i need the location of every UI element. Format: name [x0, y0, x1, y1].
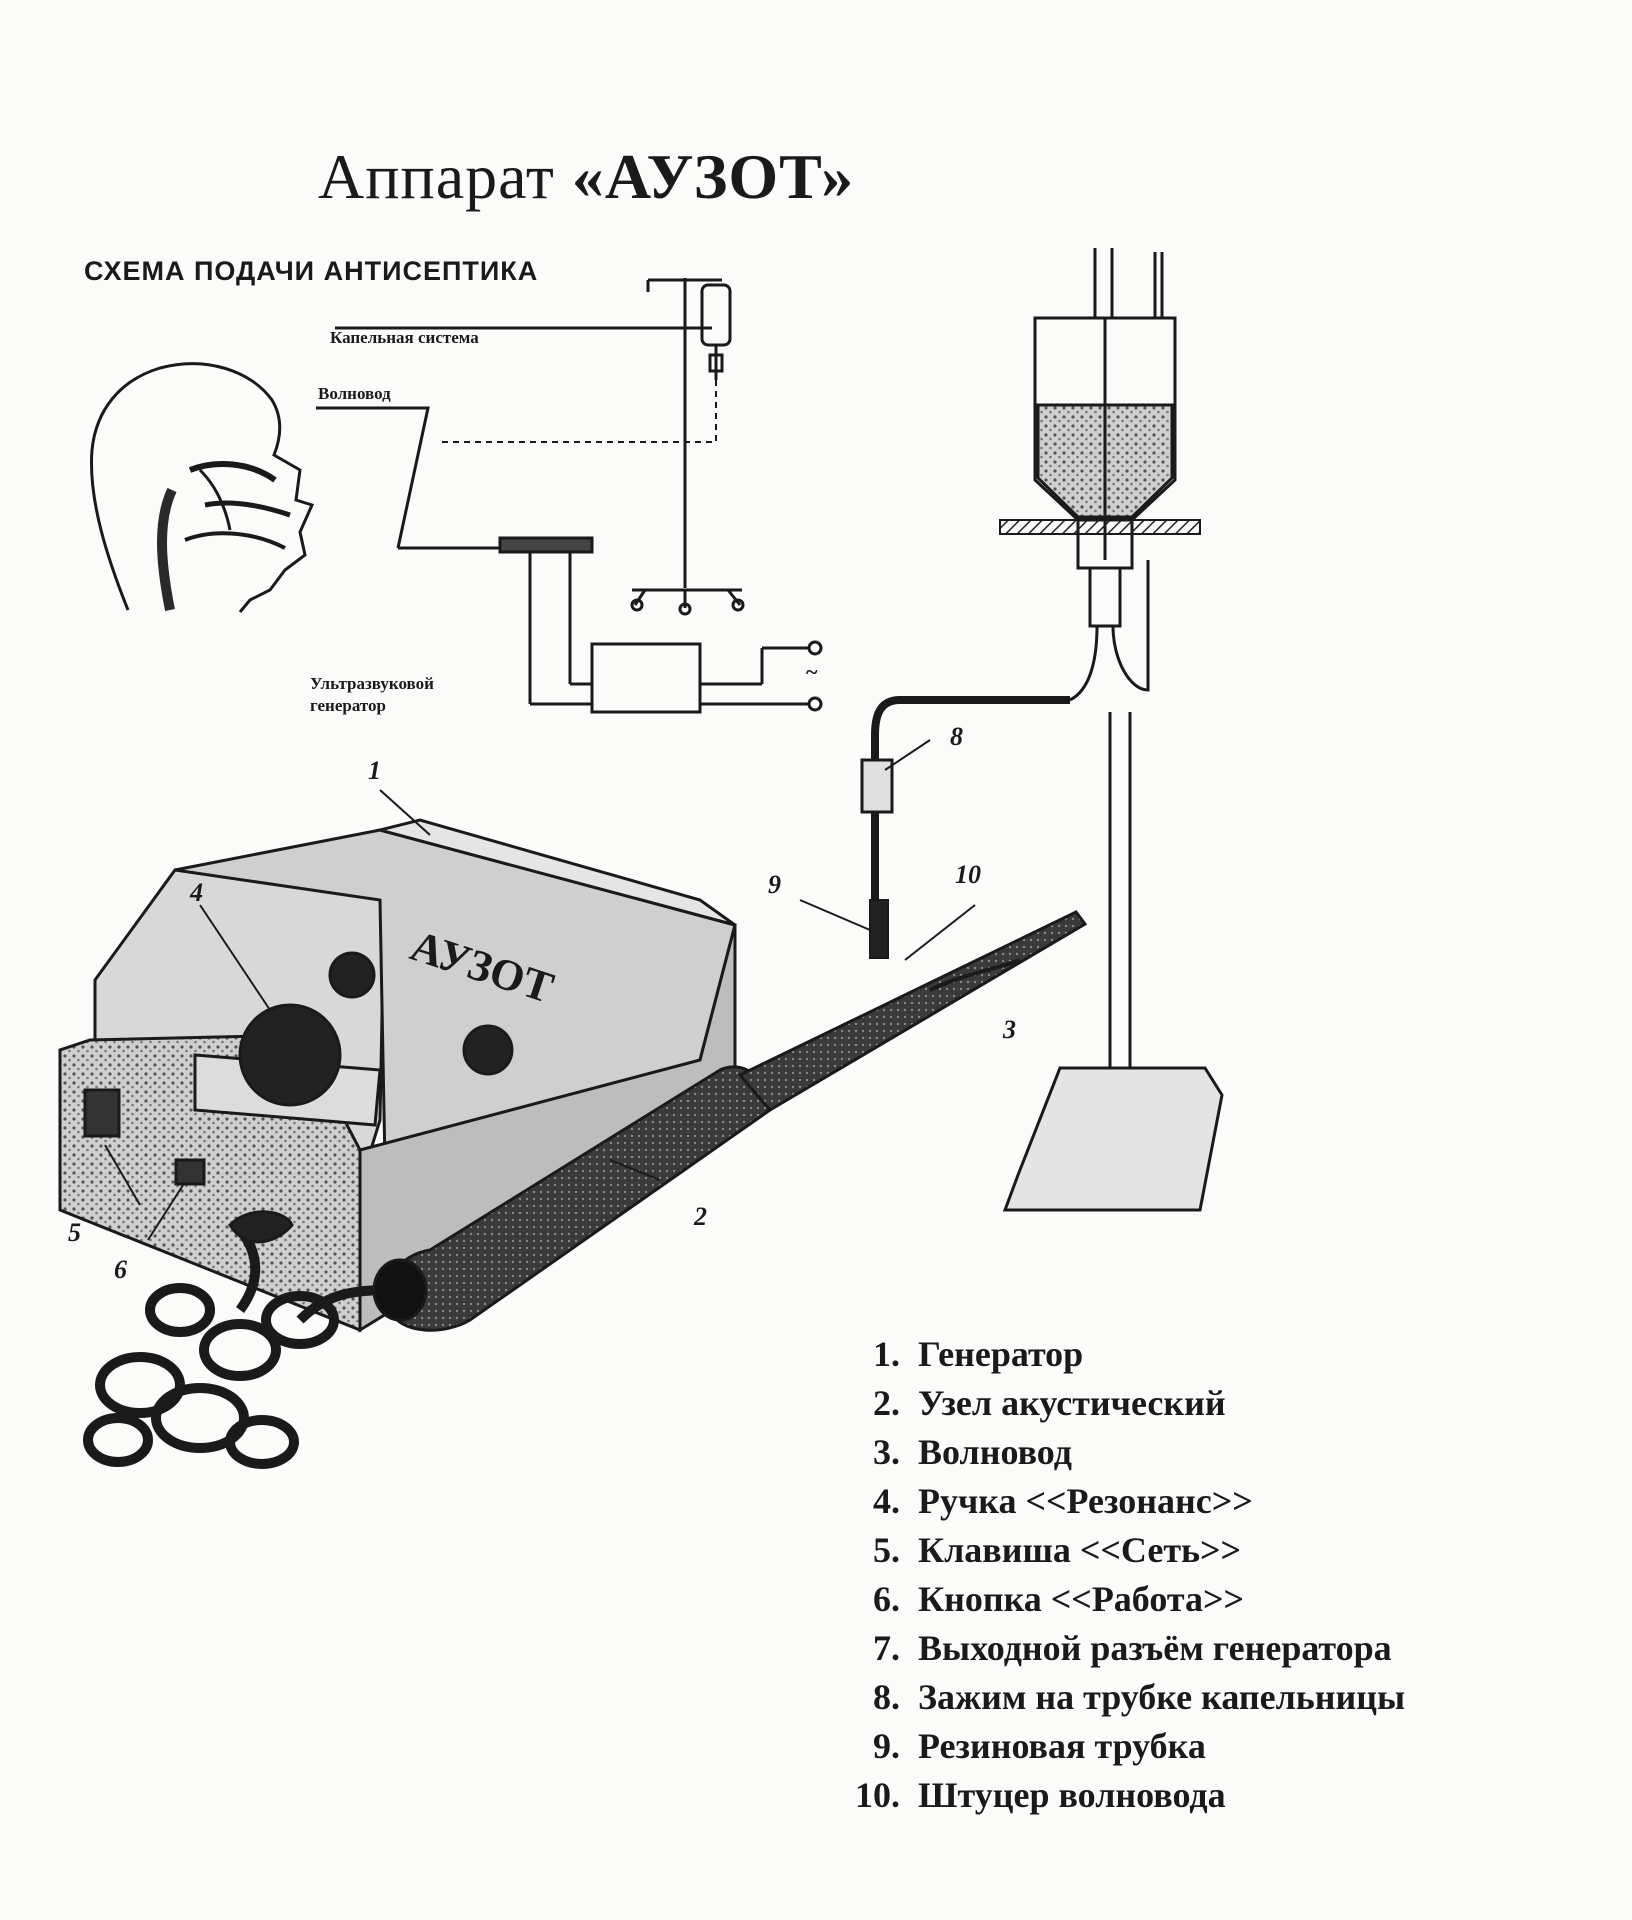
- legend-number: 8.: [873, 1677, 900, 1717]
- legend-text: Волновод: [918, 1432, 1072, 1472]
- legend-text: Резиновая трубка: [918, 1726, 1206, 1766]
- legend-number: 2.: [873, 1383, 900, 1423]
- legend-text: Генератор: [918, 1334, 1084, 1374]
- callout-9: 9: [768, 870, 781, 899]
- callout-leaders: [104, 739, 976, 1241]
- callout-5: 5: [68, 1218, 81, 1247]
- legend-item: 10. Штуцер волновода: [830, 1771, 1405, 1820]
- legend-item: 8. Зажим на трубке капельницы: [830, 1673, 1405, 1722]
- legend-list: 1. Генератор 2. Узел акустический 3. Волнов…: [830, 1330, 1405, 1820]
- scheme-terminal-symbol: ~: [806, 659, 818, 684]
- legend-number: 5.: [873, 1530, 900, 1570]
- legend-item: 2. Узел акустический: [830, 1379, 1405, 1428]
- drip-bottle: [700, 283, 732, 380]
- drip-stand: [630, 278, 745, 616]
- callout-10: 10: [955, 860, 981, 889]
- callout-3: 3: [1003, 1015, 1016, 1044]
- scheme-title: СХЕМА ПОДАЧИ АНТИСЕПТИКА: [84, 256, 539, 286]
- legend-number: 3.: [873, 1432, 900, 1472]
- power-switch: [83, 1088, 121, 1138]
- legend-text: Узел акустический: [918, 1383, 1226, 1423]
- title-device-name: «АУЗОТ»: [571, 141, 855, 212]
- legend-item: 6. Кнопка <<Работа>>: [830, 1575, 1405, 1624]
- generator-device: [58, 818, 737, 1333]
- scheme-label-generator-1: Ультразвуковой: [310, 674, 434, 693]
- legend-text: Выходной разъём генератора: [918, 1628, 1392, 1668]
- head-profile: [89, 362, 315, 613]
- callout-1: 1: [368, 756, 381, 785]
- legend-number: 7.: [873, 1628, 900, 1668]
- scheme-label-generator-2: генератор: [310, 696, 386, 715]
- legend-number: 9.: [873, 1726, 900, 1766]
- legend-text: Зажим на трубке капельницы: [918, 1677, 1406, 1717]
- title-prefix: Аппарат: [318, 141, 572, 212]
- legend-item: 4. Ручка <<Резонанс>>: [830, 1477, 1405, 1526]
- callout-6: 6: [114, 1255, 127, 1284]
- drip-tube: [440, 380, 717, 443]
- tube-clamp: [860, 758, 894, 814]
- scheme-label-drip-system: Капельная система: [330, 328, 479, 347]
- legend-item: 5. Клавиша <<Сеть>>: [830, 1526, 1405, 1575]
- legend-number: 1.: [873, 1334, 900, 1374]
- stand: [1002, 712, 1224, 1212]
- legend-item: 1. Генератор: [830, 1330, 1405, 1379]
- legend-item: 7. Выходной разъём генератора: [830, 1624, 1405, 1673]
- legend-number: 6.: [873, 1579, 900, 1619]
- scheme-generator: [528, 552, 823, 714]
- legend-item: 3. Волновод: [830, 1428, 1405, 1477]
- callout-8: 8: [950, 722, 963, 751]
- drip-chamber: [1033, 248, 1177, 702]
- legend-text: Ручка <<Резонанс>>: [918, 1481, 1253, 1521]
- legend-text: Клавиша <<Сеть>>: [918, 1530, 1242, 1570]
- legend-text: Штуцер волновода: [918, 1775, 1226, 1815]
- work-button: [174, 1158, 206, 1186]
- waveguide: [737, 910, 1088, 1112]
- callout-2: 2: [694, 1202, 707, 1231]
- legend-text: Кнопка <<Работа>>: [918, 1579, 1245, 1619]
- rubber-tube: [871, 696, 1070, 950]
- tube-connector: [869, 899, 889, 959]
- cable-coil: [83, 1226, 401, 1469]
- clamp-plate: [999, 519, 1201, 535]
- waveguide-fitting: [929, 958, 1021, 992]
- legend-number: 4.: [873, 1481, 900, 1521]
- scheme-waveguide: [316, 406, 594, 554]
- output-connector: [228, 1210, 294, 1244]
- page-title: Аппарат «АУЗОТ»: [318, 140, 854, 214]
- callout-4: 4: [190, 878, 203, 907]
- scheme-label-waveguide: Волновод: [318, 384, 391, 403]
- legend-item: 9. Резиновая трубка: [830, 1722, 1405, 1771]
- legend-number: 10.: [855, 1775, 900, 1815]
